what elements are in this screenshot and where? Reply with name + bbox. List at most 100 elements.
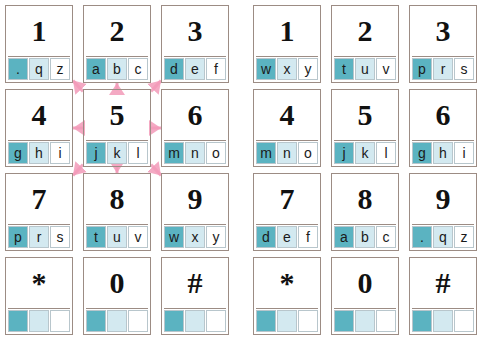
key-letter: u	[113, 229, 121, 245]
key-letter: w	[261, 61, 271, 77]
key-letter: h	[439, 145, 447, 161]
letter-cell	[107, 310, 127, 332]
keypad-key: 2tuv	[331, 5, 399, 83]
letter-cell: t	[334, 58, 354, 80]
key-number: 8	[84, 174, 150, 216]
keypad-key: 0	[83, 257, 151, 335]
key-letter: m	[260, 145, 272, 161]
key-letter: c	[383, 229, 390, 245]
key-number: 3	[162, 6, 228, 48]
letter-cell: h	[29, 142, 49, 164]
letter-cell: o	[206, 142, 226, 164]
letter-cell: g	[412, 142, 432, 164]
key-letter: b	[113, 61, 121, 77]
letter-row: mno	[164, 140, 226, 164]
key-letter: a	[340, 229, 348, 245]
letter-cell: u	[107, 226, 127, 248]
key-number: 7	[254, 174, 320, 216]
keypad-key: 1. qz	[5, 5, 73, 83]
letter-cell: m	[164, 142, 184, 164]
key-letter: e	[191, 61, 199, 77]
letter-cell: m	[256, 142, 276, 164]
key-number: 4	[6, 90, 72, 132]
letter-cell: j	[334, 142, 354, 164]
letter-cell	[256, 310, 276, 332]
letter-cell	[298, 310, 318, 332]
key-letter: .	[16, 61, 20, 77]
keypad-key: 8 abc	[331, 173, 399, 251]
letter-cell: d	[256, 226, 276, 248]
letter-cell: z	[50, 58, 70, 80]
keypad-key: 5jkl	[331, 89, 399, 167]
letter-cell	[376, 310, 396, 332]
letter-cell: t	[86, 226, 106, 248]
key-letter: j	[94, 145, 97, 161]
keypad-key: 5jkl	[83, 89, 151, 167]
key-number: 7	[6, 174, 72, 216]
key-number: 2	[332, 6, 398, 48]
key-letter: n	[283, 145, 291, 161]
keypad-key: 2abc	[83, 5, 151, 83]
letter-cell: x	[277, 58, 297, 80]
key-letter: h	[35, 145, 43, 161]
letter-cell: u	[355, 58, 375, 80]
key-number: 3	[410, 6, 476, 48]
key-letter: x	[192, 229, 199, 245]
letter-row	[164, 308, 226, 332]
direction-arrow	[151, 81, 161, 92]
letter-row: . qz	[8, 56, 70, 80]
keypad-key: 1wxy	[253, 5, 321, 83]
key-letter: w	[169, 229, 179, 245]
keypad-key: 0	[331, 257, 399, 335]
letter-row	[334, 308, 396, 332]
letter-cell: g	[8, 142, 28, 164]
letter-cell	[355, 310, 375, 332]
keypad-key: *	[5, 257, 73, 335]
key-letter: b	[361, 229, 369, 245]
key-number: 8	[332, 174, 398, 216]
letter-cell: d	[164, 58, 184, 80]
letter-row: tuv	[86, 224, 148, 248]
key-letter: r	[37, 229, 42, 245]
letter-cell: n	[277, 142, 297, 164]
letter-cell: y	[298, 58, 318, 80]
key-number: *	[254, 258, 320, 300]
letter-cell: a	[334, 226, 354, 248]
letter-cell: s	[454, 58, 474, 80]
letter-cell	[86, 310, 106, 332]
key-letter: o	[304, 145, 312, 161]
letter-row: ghi	[8, 140, 70, 164]
letter-cell	[206, 310, 226, 332]
letter-cell: l	[128, 142, 148, 164]
letter-cell: e	[185, 58, 205, 80]
key-letter: v	[135, 229, 142, 245]
key-letter: f	[306, 229, 310, 245]
letter-cell	[433, 310, 453, 332]
key-letter: a	[92, 61, 100, 77]
letter-row: ghi	[412, 140, 474, 164]
letter-row	[86, 308, 148, 332]
keypad-key: 8 tuv	[83, 173, 151, 251]
letter-row	[412, 308, 474, 332]
direction-arrow	[151, 165, 161, 176]
key-letter: t	[94, 229, 98, 245]
letter-cell	[454, 310, 474, 332]
keypad-key: 7def	[253, 173, 321, 251]
key-letter: z	[57, 61, 64, 77]
key-number: 1	[6, 6, 72, 48]
letter-row: prs	[412, 56, 474, 80]
letter-cell: v	[128, 226, 148, 248]
letter-cell	[8, 310, 28, 332]
letter-cell: w	[164, 226, 184, 248]
letter-cell	[29, 310, 49, 332]
keypad-key: 3 prs	[409, 5, 477, 83]
key-number: 6	[162, 90, 228, 132]
keypad-key: *	[253, 257, 321, 335]
key-letter: g	[418, 145, 426, 161]
key-letter: t	[342, 61, 346, 77]
letter-cell: s	[50, 226, 70, 248]
key-letter: l	[136, 145, 139, 161]
letter-cell: q	[29, 58, 49, 80]
letter-cell: i	[454, 142, 474, 164]
